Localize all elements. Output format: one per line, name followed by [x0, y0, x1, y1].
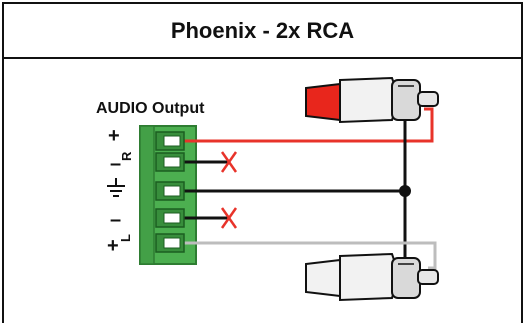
cut-x-icon	[220, 151, 238, 229]
pin-label-r-plus: +	[108, 125, 120, 147]
wire-left-positive	[180, 241, 437, 270]
pin-label-l-minus: –	[110, 209, 121, 231]
pin-label-r-channel: R	[119, 151, 134, 161]
rca-plug-red	[305, 76, 439, 124]
wires	[180, 103, 437, 270]
rca-plug-white	[305, 252, 439, 302]
ground-icon	[107, 178, 125, 197]
pin-label-l-plus: +	[107, 235, 119, 257]
connector-label: AUDIO Output	[96, 100, 205, 117]
pin-label-r-minus: –	[110, 153, 121, 175]
pin-labels: + R – – L +	[107, 125, 134, 257]
wire-right-positive	[180, 107, 434, 143]
terminal-screws	[155, 131, 185, 253]
diagram-title: Phoenix - 2x RCA	[4, 4, 521, 59]
pin-label-l-channel: L	[118, 234, 133, 242]
ground-junction	[399, 185, 411, 197]
